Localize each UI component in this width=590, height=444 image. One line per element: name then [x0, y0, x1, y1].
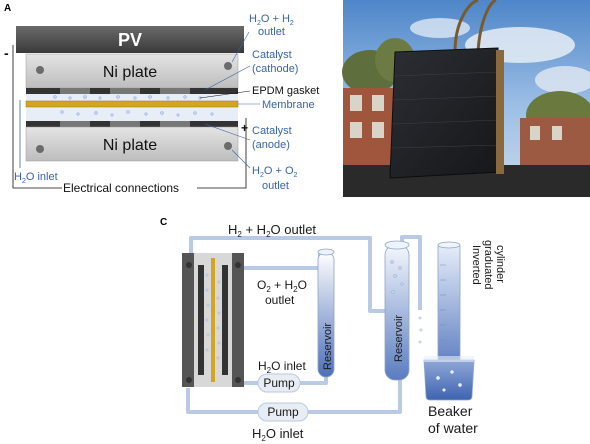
bottom-flow-channel — [160, 121, 190, 127]
panel-a: A PV Ni plate — [4, 3, 319, 195]
panel-a-letter: A — [4, 3, 11, 14]
left-wire — [12, 45, 62, 189]
bottom-right-connector — [224, 142, 232, 150]
h2o-inlet-top-label: H2O inlet — [258, 359, 306, 375]
bottom-left-connector — [36, 145, 44, 153]
beaker-label-line2: of water — [428, 420, 478, 436]
bottom-ni-plate-label: Ni plate — [103, 137, 157, 154]
top-flow-channel — [110, 88, 140, 94]
pump-2 — [257, 402, 309, 422]
h2-h2o-outlet-label: H2 + H2O outlet — [228, 222, 316, 239]
pv-module — [16, 26, 244, 53]
pump-1 — [257, 373, 301, 393]
o2-h2o-outlet-line2: outlet — [265, 293, 295, 307]
electrical-connections-label: Electrical connections — [63, 181, 179, 195]
h2o-h2-outlet-label: H2O + H2 — [249, 13, 294, 27]
catalyst-anode-line2: (anode) — [252, 139, 290, 151]
h2o-h2-outlet-word: outlet — [258, 26, 285, 38]
minus-sign: - — [4, 45, 9, 61]
inverted-cylinder-line3: cylinder — [494, 245, 506, 283]
bubbles-c — [205, 273, 221, 360]
inverted-cylinder-line2: graduated — [482, 240, 494, 290]
bottom-flow-channel — [60, 121, 90, 127]
top-ni-plate-label: Ni plate — [103, 64, 157, 81]
h2o-inlet-bottom-label: H2O inlet — [252, 426, 304, 443]
h2o-o2-outlet-label: H2O + O2 — [252, 165, 298, 179]
bubbles-a — [53, 95, 214, 117]
reservoir-1-label: Reservoir — [322, 323, 334, 370]
top-flow-channel — [160, 88, 190, 94]
panel-c-letter: C — [160, 217, 167, 228]
right-wire — [197, 118, 247, 189]
beaker — [423, 359, 475, 401]
top-flow-channel — [60, 88, 90, 94]
stack-catalyst-right — [222, 265, 228, 375]
stack-catalyst-left — [198, 265, 204, 375]
leader-lines-a — [199, 31, 260, 169]
beaker-label-line1: Beaker — [428, 403, 473, 419]
pump-2-label: Pump — [267, 405, 299, 419]
top-right-connector — [224, 62, 232, 70]
bottom-ni-plate — [25, 126, 239, 162]
stack-end-plate-right — [232, 253, 244, 387]
right-labels-a: H2O + H2 outlet Catalyst (cathode) EPDM … — [249, 13, 319, 192]
h2o-inlet-label-a: H2O inlet — [14, 171, 58, 185]
top-ni-plate — [25, 53, 239, 89]
membrane-label: Membrane — [262, 99, 315, 111]
stack-end-plate-left — [182, 253, 194, 387]
pv-label: PV — [118, 30, 142, 50]
cell-chamber — [26, 94, 238, 121]
catalyst-anode-line1: Catalyst — [252, 125, 292, 137]
inverted-cylinder-line1: Inverted — [470, 245, 482, 285]
bottom-flow-channel — [110, 121, 140, 127]
plus-sign: + — [241, 121, 248, 135]
o2-h2o-outlet-line1: O2 + H2O — [257, 278, 307, 294]
photo-pv-panel — [389, 47, 501, 179]
h2o-o2-outlet-word: outlet — [262, 180, 289, 192]
pump-1-label: Pump — [263, 376, 295, 390]
stack-membrane — [211, 258, 215, 382]
panel-b-photo: B — [342, 0, 590, 197]
reservoir-2-label: Reservoir — [393, 315, 405, 362]
membrane — [25, 100, 239, 108]
catalyst-cathode-line2: (cathode) — [252, 63, 298, 75]
catalyst-cathode-line1: Catalyst — [252, 49, 292, 61]
epdm-gasket-label: EPDM gasket — [252, 85, 319, 97]
top-left-connector — [36, 66, 44, 74]
panel-c: C Reservoir — [160, 217, 506, 443]
